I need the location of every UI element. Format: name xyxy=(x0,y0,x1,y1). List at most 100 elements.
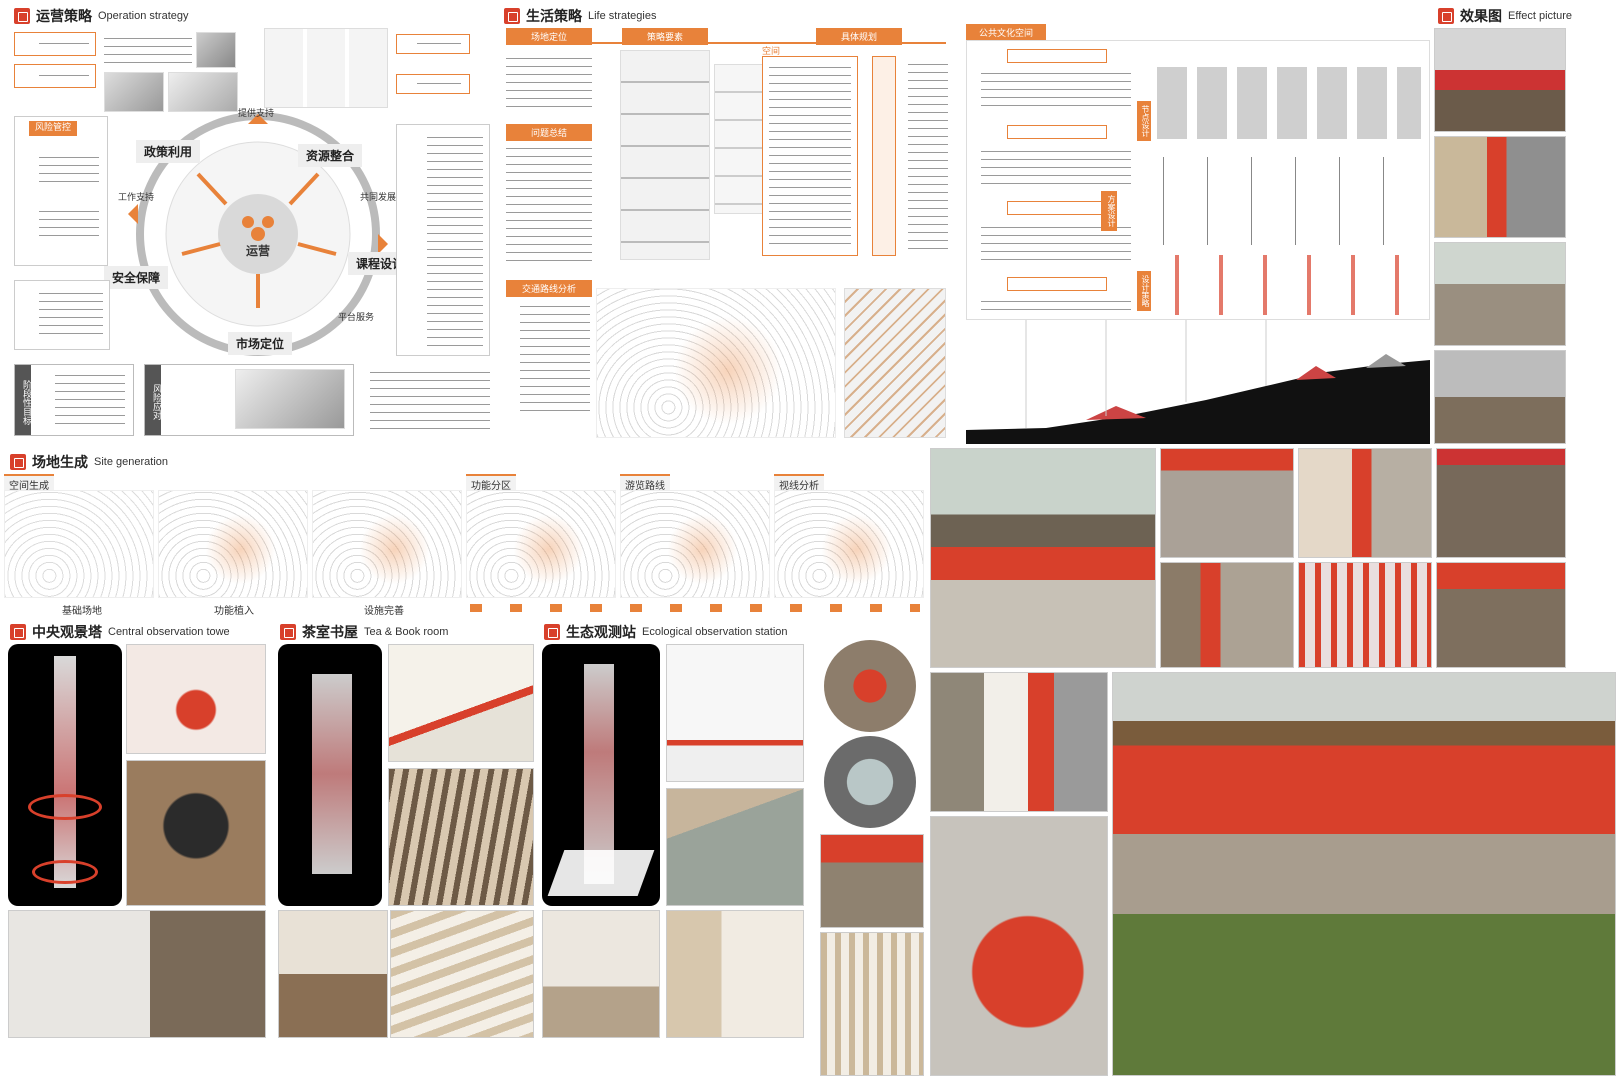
tea-render xyxy=(390,910,534,1038)
detail-render xyxy=(820,834,924,928)
operation-cycle-diagram xyxy=(128,112,388,356)
tower-panel: 中央观景塔 Central observation towe xyxy=(8,620,274,1076)
side-label: 节点设计 xyxy=(1137,101,1151,141)
module-row xyxy=(1157,255,1421,315)
life-tag: 具体规划 xyxy=(816,28,902,45)
info-box xyxy=(14,64,96,88)
photo-grid xyxy=(264,28,388,108)
site-map xyxy=(620,490,770,598)
operation-title-zh: 运营策略 xyxy=(36,9,92,25)
eco-panel: 生态观测站 Ecological observation station xyxy=(542,620,812,1076)
life-subtag: 问题总结 xyxy=(506,124,592,141)
section-icon xyxy=(14,8,30,24)
site-caption: 设施完善 xyxy=(364,606,404,617)
ring-label: 共同发展 xyxy=(360,193,397,203)
eco-render xyxy=(666,644,804,782)
effect-render xyxy=(1298,448,1432,558)
stage-goal-box: 阶段性目标 xyxy=(14,364,134,436)
detail-circle xyxy=(824,736,916,828)
eco-render xyxy=(666,788,804,906)
section-icon xyxy=(544,624,560,640)
operation-strategy-panel: 运营策略 Operation strategy 运营 政策利用 资源整合 课程设… xyxy=(8,4,496,440)
effect-render xyxy=(1434,242,1566,346)
life-strategy-panel: 生活策略 Life strategies 场地定位 策略要素 具体规划 问题总结… xyxy=(500,4,952,444)
section-icon xyxy=(504,8,520,24)
site-header: 场地生成 Site generation xyxy=(10,452,168,472)
eco-exploded-axon xyxy=(542,644,660,906)
site-stage-label: 空间生成 xyxy=(4,474,54,493)
tea-render xyxy=(388,768,534,906)
site-generation-panel: 场地生成 Site generation 空间生成 功能分区 游览路线 视线分析… xyxy=(4,448,924,618)
tower-title-en: Central observation towe xyxy=(108,626,230,638)
tea-title-en: Tea & Book room xyxy=(364,626,449,638)
site-map xyxy=(158,490,308,598)
life-tag: 策略要素 xyxy=(622,28,708,45)
tower-exploded-axon xyxy=(8,644,122,906)
image-row xyxy=(1157,67,1421,139)
planning-markers xyxy=(872,56,896,256)
site-map xyxy=(466,490,616,598)
traffic-maps xyxy=(596,288,836,438)
tower-render xyxy=(126,644,266,754)
effect-render xyxy=(1434,28,1566,132)
text-block xyxy=(520,302,590,412)
eco-render xyxy=(666,910,804,1038)
stage-goal-tag: 阶段性目标 xyxy=(15,365,31,435)
site-stage-label: 功能分区 xyxy=(466,474,516,493)
risk-response-box: 风险应对 xyxy=(144,364,354,436)
cycle-node: 资源整合 xyxy=(298,144,363,167)
cycle-center-label: 运营 xyxy=(246,244,271,258)
effect-title-zh: 效果图 xyxy=(1460,9,1502,25)
effect-title-en: Effect picture xyxy=(1508,10,1572,22)
life-title-en: Life strategies xyxy=(588,10,657,22)
text-block xyxy=(506,144,592,268)
site-caption: 功能植入 xyxy=(214,606,254,617)
org-chart: 方案设计 节点设计 设计策略 xyxy=(966,40,1430,320)
ring-label: 工作支持 xyxy=(118,193,155,203)
site-map xyxy=(4,490,154,598)
public-culture-panel: 公共文化空间 方案设计 节点设计 设计策略 xyxy=(966,20,1430,444)
ring-label: 提供支持 xyxy=(238,109,275,119)
effect-render xyxy=(1434,350,1566,444)
section-icon xyxy=(10,624,26,640)
life-header: 生活策略 Life strategies xyxy=(504,6,656,26)
detail-render xyxy=(820,932,924,1076)
text-block xyxy=(370,368,490,432)
life-tag: 公共文化空间 xyxy=(966,24,1046,41)
life-subtag: 交通路线分析 xyxy=(506,280,592,297)
effect-render xyxy=(930,672,1108,812)
tea-render xyxy=(388,644,534,762)
cycle-node: 政策利用 xyxy=(136,140,201,163)
life-title-zh: 生活策略 xyxy=(526,9,582,25)
path-sections xyxy=(844,288,946,438)
section-icon xyxy=(1438,8,1454,24)
effect-render xyxy=(1436,562,1566,668)
strategy-images xyxy=(620,50,710,260)
planning-items xyxy=(762,56,858,256)
ring-label: 平台服务 xyxy=(338,313,375,323)
effect-header: 效果图 Effect picture xyxy=(1438,6,1572,26)
section-icon xyxy=(280,624,296,640)
effect-render xyxy=(1436,448,1566,558)
effect-picture-panel: 效果图 Effect picture xyxy=(1434,4,1620,444)
site-map xyxy=(312,490,462,598)
building-axon xyxy=(104,72,164,112)
operation-header: 运营策略 Operation strategy xyxy=(14,6,189,26)
cycle-node: 安全保障 xyxy=(104,266,169,289)
risk-response-tag: 风险应对 xyxy=(145,365,161,435)
tea-render xyxy=(278,910,388,1038)
photo-thumb xyxy=(196,32,236,68)
site-stage-label: 视线分析 xyxy=(774,474,824,493)
tower-header: 中央观景塔 Central observation towe xyxy=(10,622,230,642)
stair-render xyxy=(930,816,1108,1076)
risk-control-tag: 风险管控 xyxy=(29,121,78,137)
detail-circle xyxy=(824,640,916,732)
effect-render xyxy=(1160,448,1294,558)
tower-render xyxy=(126,760,266,906)
side-label: 方案设计 xyxy=(1101,191,1117,231)
course-design-box xyxy=(396,124,490,356)
operation-title-en: Operation strategy xyxy=(98,10,189,22)
eco-title-en: Ecological observation station xyxy=(642,626,788,638)
info-box xyxy=(14,32,96,56)
tower-title-zh: 中央观景塔 xyxy=(32,625,102,641)
